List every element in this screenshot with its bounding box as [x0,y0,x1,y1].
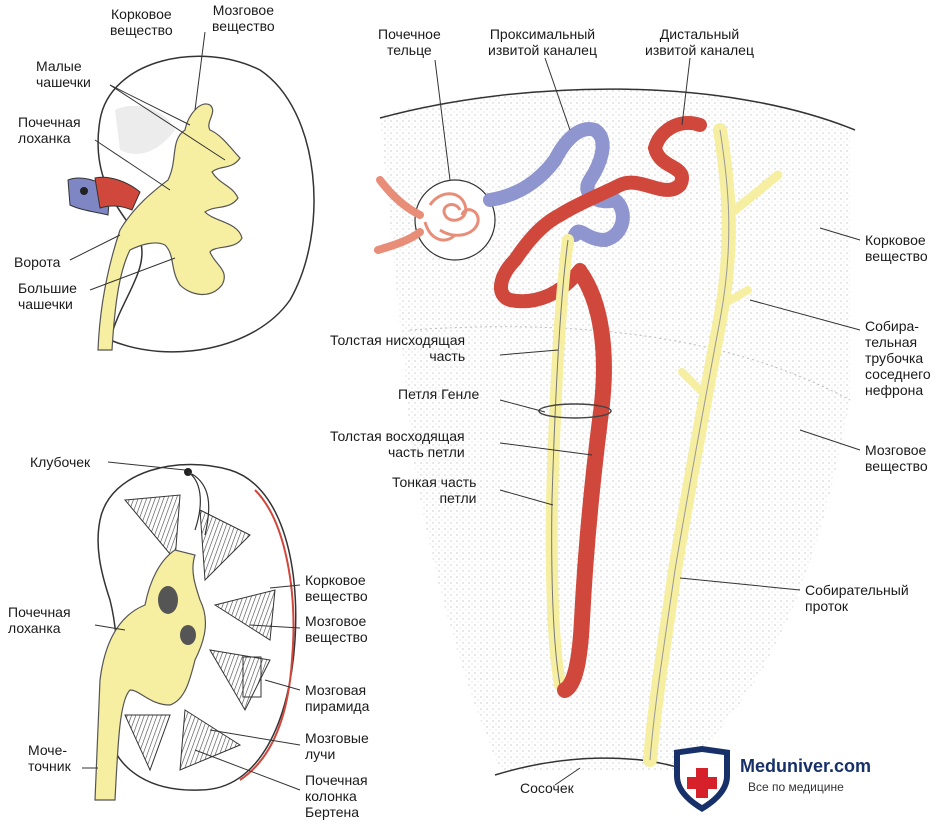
bottom-kidney [82,461,301,801]
glomerulus-capillaries [423,192,480,242]
pyramid [213,589,276,641]
top-kidney-artery [94,176,141,211]
thick-ascending-limb [557,264,612,698]
label-nephron-medulla: Мозговое вещество [865,442,928,474]
label-renal-column: Почечная колонка Бертена [305,772,368,820]
label-bottom-pelvis: Почечная лоханка [8,604,71,636]
label-top-medulla: Мозговое вещество [212,2,275,34]
distal-tubule [494,116,707,309]
bottom-kidney-calyx-hole [158,586,178,614]
label-nephron-cortex: Корковое вещество [865,232,928,264]
label-thick-descending: Толстая нисходящая часть [330,332,466,364]
pyramid [124,714,171,772]
label-ureter: Моче- точник [28,742,71,774]
label-proximal-tubule: Проксимальный извитой каналец [488,26,597,58]
bottom-kidney-calyx-hole [180,625,196,645]
label-papilla: Сосочек [520,780,574,796]
top-kidney-leaders [69,31,226,291]
proximal-tubule [483,122,630,248]
pyramid [199,509,251,582]
label-hilum: Ворота [14,254,61,270]
collecting-branch [718,286,752,309]
bottom-kidney-pelvis [94,549,206,801]
label-pyramid: Мозговая пирамида [305,682,370,714]
meduniver-logo-shield [674,746,730,812]
label-top-cortex: Корковое вещество [110,6,173,38]
collecting-branch [730,170,783,215]
afferent-arteriole [374,176,424,254]
pyramid [124,494,181,562]
loop-of-henle-ring [538,403,612,419]
nephron-leaders [434,57,861,786]
cortex-medulla-border [409,326,851,401]
meduniver-logo[interactable]: Meduniver.com Все по медицине [668,744,938,814]
pyramid [179,709,242,771]
bottom-kidney-pyramids [124,494,276,772]
bottom-kidney-leaders [82,461,301,791]
label-bottom-medulla: Мозговое вещество [305,613,368,645]
label-loop-henle: Петля Генле [398,386,480,402]
top-kidney [67,31,315,353]
label-medullary-rays: Мозговые лучи [305,730,369,762]
nephron-panel [374,57,861,786]
label-minor-calyces: Малые чашечки [36,58,91,90]
logo-tagline: Все по медицине [748,780,844,794]
label-collecting-tubule: Собира- тельная трубочка соседнего нефро… [865,318,931,398]
label-thick-ascending: Толстая восходящая часть петли [330,428,465,460]
label-renal-corpuscle: Почечное тельце [378,26,441,58]
label-collecting-duct: Собирательный проток [805,582,909,614]
label-glomerulus: Клубочек [30,454,91,470]
collecting-branch [678,368,704,394]
pyramid [209,649,271,712]
logo-name: Meduniver.com [740,756,872,776]
label-bottom-cortex: Корковое вещество [305,572,368,604]
label-top-pelvis: Почечная лоханка [18,114,81,146]
label-major-calyces: Большие чашечки [18,280,77,312]
bottom-kidney-capsule-red [239,489,295,781]
label-distal-tubule: Дистальный извитой каналец [645,26,754,58]
label-thin-limb: Тонкая часть петли [392,474,477,506]
top-kidney-artery-lumen [80,187,88,195]
